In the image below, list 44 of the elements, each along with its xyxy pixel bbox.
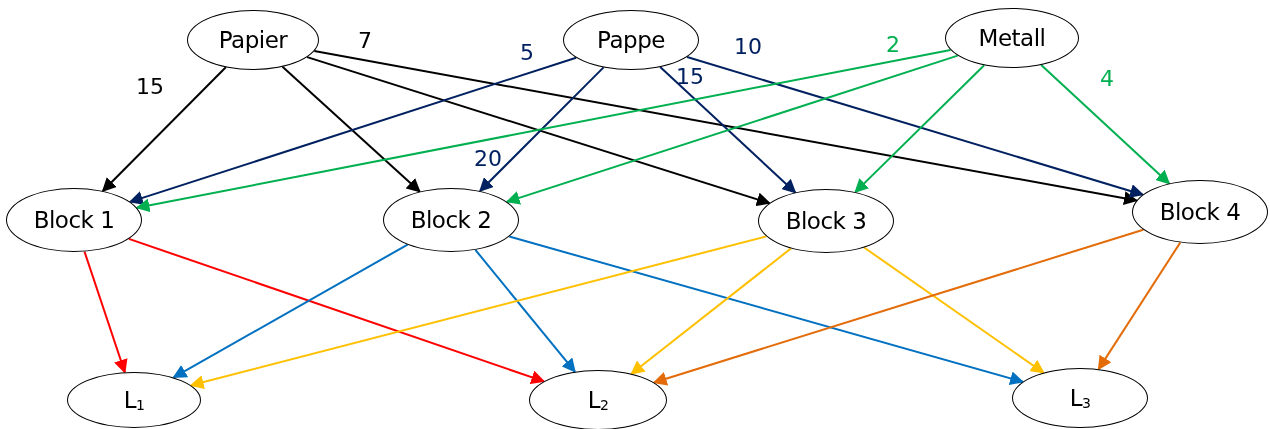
node-label: L$_{3}$ xyxy=(1069,385,1091,411)
arrow xyxy=(659,66,797,194)
node-label: Metall xyxy=(978,25,1046,51)
arrow xyxy=(135,48,952,213)
arrow xyxy=(854,64,986,194)
arrow xyxy=(630,247,792,375)
node-label: Block 1 xyxy=(33,207,115,233)
arrow xyxy=(1040,64,1171,185)
node-label: Papier xyxy=(218,27,288,53)
ellipse-node xyxy=(758,189,894,253)
node-label: L$_{2}$ xyxy=(587,387,609,413)
node-label: Block 3 xyxy=(785,208,867,234)
ellipse-node xyxy=(67,372,201,428)
arrow xyxy=(652,228,1145,386)
edge-label: 20 xyxy=(474,148,502,170)
arrow xyxy=(83,250,128,374)
arrow xyxy=(281,65,421,193)
edge-label: 15 xyxy=(136,76,164,98)
ellipse-node xyxy=(1012,368,1148,428)
node-label: Pappe xyxy=(597,27,665,53)
edge-label: 2 xyxy=(886,34,900,56)
arrow xyxy=(306,56,771,207)
node-label: L$_{1}$ xyxy=(123,387,145,413)
ellipse-node xyxy=(529,370,667,429)
ellipse-node xyxy=(383,188,519,252)
arrow xyxy=(127,237,546,384)
edge-label: 10 xyxy=(734,36,762,58)
node-label: Block 2 xyxy=(410,207,492,233)
arrow xyxy=(189,235,768,389)
edge-label: 5 xyxy=(520,42,534,64)
arrow xyxy=(101,66,227,192)
edge-label: 15 xyxy=(676,66,704,88)
arrow xyxy=(508,235,1025,386)
arrow xyxy=(686,56,1145,198)
arrow xyxy=(474,248,576,373)
arrow xyxy=(313,50,1138,206)
edge-label: 4 xyxy=(1100,68,1114,90)
arrow xyxy=(863,246,1045,374)
arrow xyxy=(128,56,578,205)
arrow xyxy=(479,66,605,192)
node-label: Block 4 xyxy=(1159,199,1241,225)
edge-label: 7 xyxy=(358,30,372,52)
arrow xyxy=(505,54,959,205)
arrow xyxy=(172,243,409,379)
